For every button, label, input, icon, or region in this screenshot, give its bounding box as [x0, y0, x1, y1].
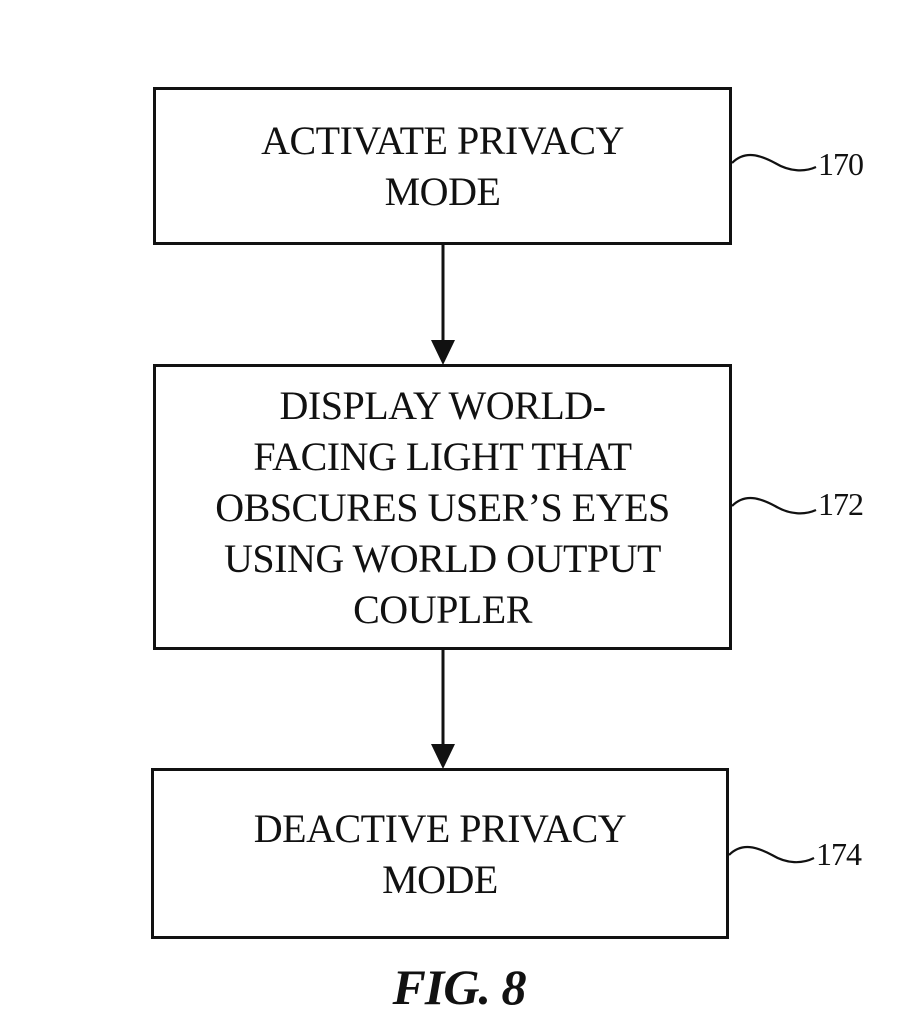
step-label: DEACTIVE PRIVACY MODE — [253, 805, 627, 902]
arrowhead-172-to-174 — [431, 744, 455, 769]
reference-numeral: 172 — [818, 486, 864, 522]
step-label: ACTIVATE PRIVACY MODE — [261, 118, 624, 214]
reference-numeral: 170 — [818, 146, 864, 182]
figure-caption: FIG. 8 — [392, 959, 527, 1015]
leader-line-174 — [728, 846, 815, 864]
arrowhead-170-to-172 — [431, 340, 455, 365]
leader-line-172 — [731, 497, 817, 515]
step-box-activate-privacy-mode: ACTIVATE PRIVACY MODE — [153, 87, 732, 245]
step-box-deactivate-privacy-mode: DEACTIVE PRIVACY MODE — [151, 768, 729, 939]
reference-numeral: 174 — [816, 836, 862, 872]
step-label: DISPLAY WORLD- FACING LIGHT THAT OBSCURE… — [215, 382, 670, 632]
step-box-display-world-facing-light: DISPLAY WORLD- FACING LIGHT THAT OBSCURE… — [153, 364, 732, 650]
leader-line-170 — [731, 154, 817, 172]
